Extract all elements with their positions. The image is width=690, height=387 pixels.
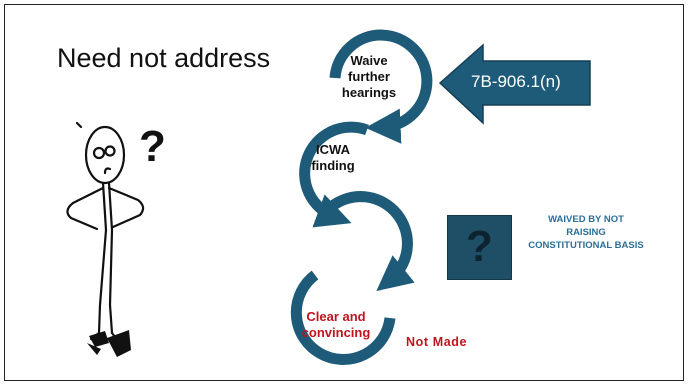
loop-arrow-waive [329, 29, 433, 144]
feet-scribble [87, 330, 131, 357]
question-mark-icon: ? [466, 222, 493, 271]
statute-arrow-shape [438, 43, 591, 125]
not-made-label: Not Made [406, 335, 468, 349]
loop-arrow-clear [290, 270, 396, 365]
slide-title: Need not address [57, 43, 271, 73]
step-label-icwa: ICWA finding [311, 142, 355, 173]
waived-note: WAIVED BY NOT RAISING CONSTITUTIONAL BAS… [528, 214, 644, 251]
slide: Need not address [4, 4, 684, 381]
loop-arrow-middle [327, 191, 415, 292]
statute-arrow-label: 7B-906.1(n) [471, 72, 561, 91]
confused-stick-figure [66, 121, 145, 345]
step-label-waive: Waive further hearings [341, 53, 397, 100]
step-label-clear: Clear and convincing [301, 309, 371, 340]
loop-arrow-icwa [299, 121, 369, 228]
figure-question-mark: ? [139, 122, 166, 171]
question-box: ? [447, 215, 512, 280]
flow-graphic [66, 29, 591, 365]
